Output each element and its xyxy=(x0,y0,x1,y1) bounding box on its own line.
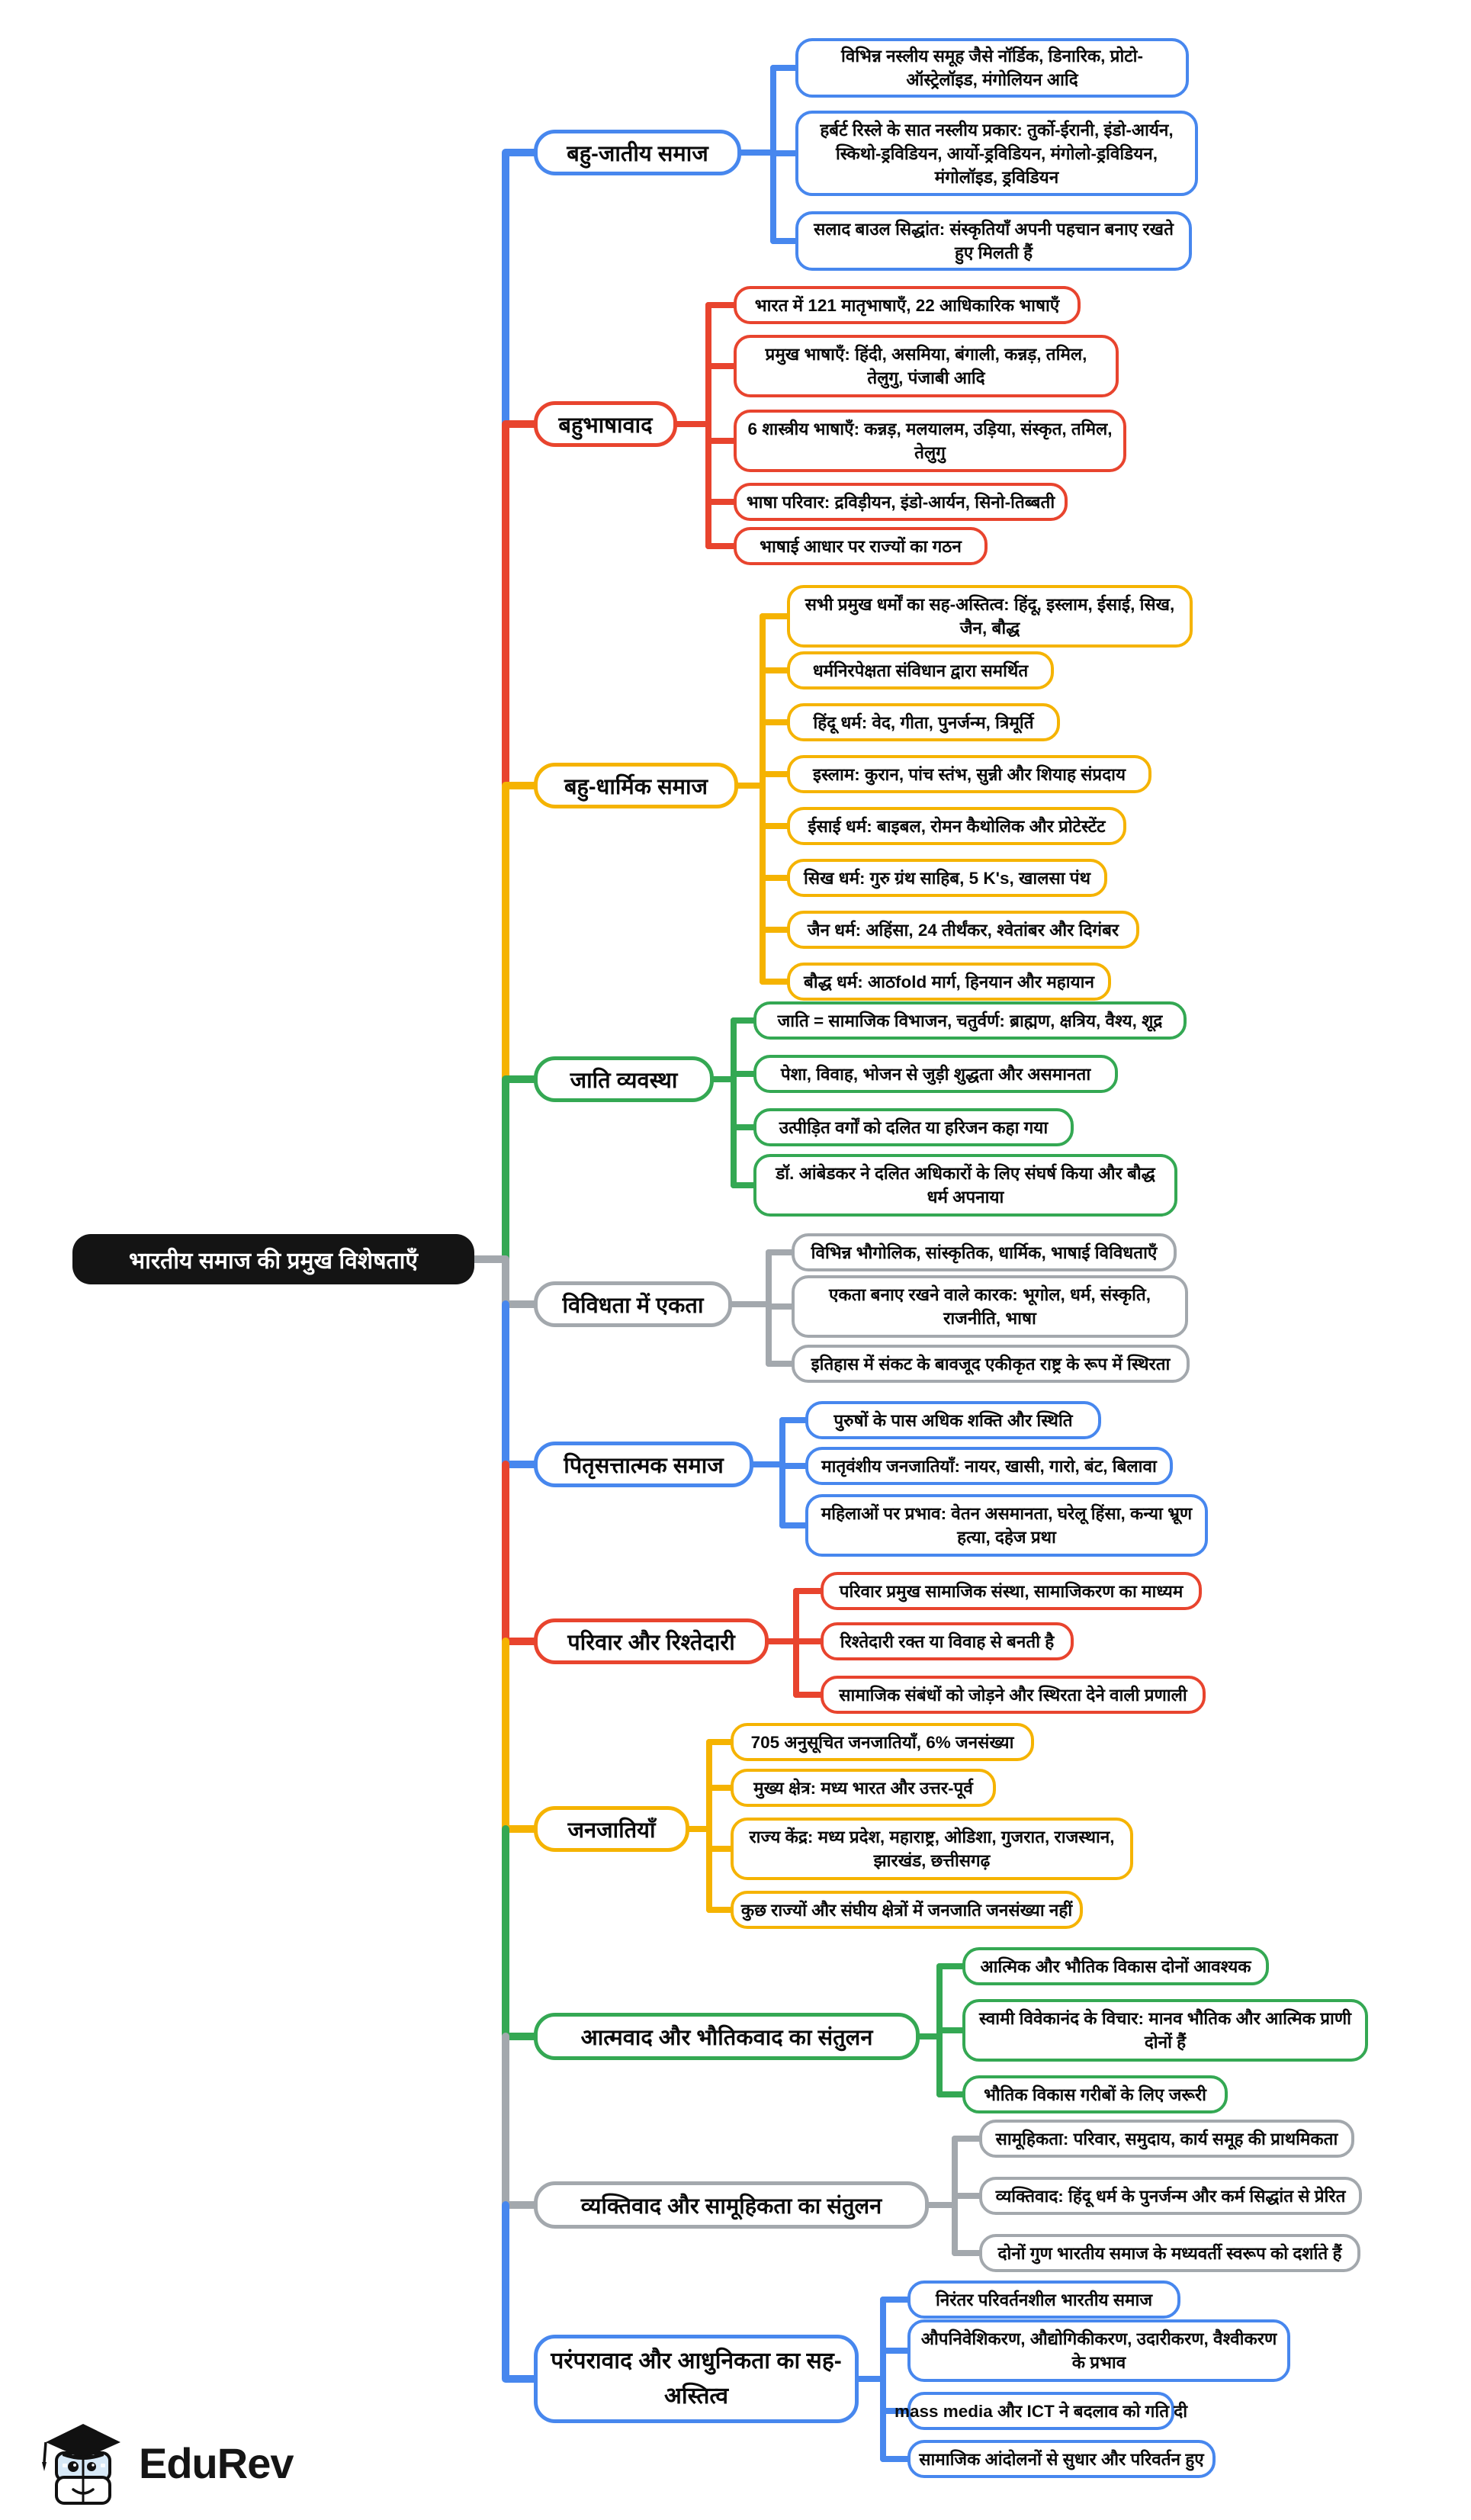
connector-path xyxy=(502,1638,539,1833)
branch-node-5: विविधता में एकता xyxy=(534,1281,732,1327)
child-node-6-3: महिलाओं पर प्रभाव: वेतन असमानता, घरेलू ह… xyxy=(805,1494,1208,1557)
connector-path xyxy=(502,2201,539,2383)
child-node-3-6: सिख धर्म: गुरु ग्रंथ साहिब, 5 K's, खालसा… xyxy=(787,859,1107,897)
child-node-5-2: एकता बनाए रखने वाले कारक: भूगोल, धर्म, स… xyxy=(792,1275,1188,1338)
connector-path xyxy=(502,1461,539,1645)
connector-path xyxy=(502,420,539,789)
branch-node-6: पितृसत्तात्मक समाज xyxy=(534,1442,753,1487)
child-node-6-1: पुरुषों के पास अधिक शक्ति और स्थिति xyxy=(805,1401,1101,1439)
child-node-8-1: 705 अनुसूचित जनजातियाँ, 6% जनसंख्या xyxy=(731,1723,1034,1761)
branch-node-9: आत्मवाद और भौतिकवाद का संतुलन xyxy=(534,2013,920,2060)
branch-node-1: बहु-जातीय समाज xyxy=(534,130,741,175)
child-node-3-1: सभी प्रमुख धर्मों का सह-अस्तित्व: हिंदू,… xyxy=(787,585,1193,648)
child-node-9-1: आत्मिक और भौतिक विकास दोनों आवश्यक xyxy=(962,1947,1269,1985)
child-node-7-3: सामाजिक संबंधों को जोड़ने और स्थिरता देन… xyxy=(821,1676,1206,1714)
child-node-11-1: निरंतर परिवर्तनशील भारतीय समाज xyxy=(907,2281,1180,2319)
child-node-1-3: सलाद बाउल सिद्धांत: संस्कृतियाँ अपनी पहच… xyxy=(795,211,1192,271)
child-node-4-3: उत्पीड़ित वर्गों को दलित या हरिजन कहा गय… xyxy=(753,1108,1074,1146)
child-node-2-2: प्रमुख भाषाएँ: हिंदी, असमिया, बंगाली, कन… xyxy=(734,335,1119,397)
child-node-10-2: व्यक्तिवाद: हिंदू धर्म के पुनर्जन्म और क… xyxy=(979,2177,1362,2215)
child-node-10-1: सामूहिकता: परिवार, समुदाय, कार्य समूह की… xyxy=(979,2120,1354,2158)
child-node-2-1: भारत में 121 मातृभाषाएँ, 22 आधिकारिक भाष… xyxy=(734,286,1081,324)
branch-node-8: जनजातियाँ xyxy=(534,1806,689,1852)
child-node-3-2: धर्मनिरपेक्षता संविधान द्वारा समर्थित xyxy=(787,651,1054,689)
child-node-6-2: मातृवंशीय जनजातियाँ: नायर, खासी, गारो, ब… xyxy=(805,1447,1173,1485)
edurev-brand-text: EduRev xyxy=(139,2439,294,2487)
connector-path xyxy=(502,782,539,1083)
child-node-9-3: भौतिक विकास गरीबों के लिए जरूरी xyxy=(962,2075,1228,2113)
child-node-8-2: मुख्य क्षेत्र: मध्य भारत और उत्तर-पूर्व xyxy=(731,1769,996,1807)
connector-path xyxy=(502,1075,539,1263)
connector-path xyxy=(502,1825,539,2040)
child-node-11-3: mass media और ICT ने बदलाव को गति दी xyxy=(894,2392,1187,2430)
child-node-11-4: सामाजिक आंदोलनों से सुधार और परिवर्तन हु… xyxy=(907,2440,1216,2478)
connector-path xyxy=(502,2033,539,2209)
branch-node-2: बहुभाषावाद xyxy=(534,401,677,447)
child-node-2-3: 6 शास्त्रीय भाषाएँ: कन्नड़, मलयालम, उड़ि… xyxy=(734,410,1126,472)
branch-node-11: परंपरावाद और आधुनिकता का सह-अस्तित्व xyxy=(534,2335,859,2423)
connector-path xyxy=(502,1300,539,1468)
child-node-3-7: जैन धर्म: अहिंसा, 24 तीर्थंकर, श्वेतांबर… xyxy=(787,911,1139,949)
edurev-mascot-icon xyxy=(40,2416,125,2510)
child-node-4-4: डॉ. आंबेडकर ने दलित अधिकारों के लिए संघर… xyxy=(753,1154,1177,1217)
child-node-7-1: परिवार प्रमुख सामाजिक संस्था, सामाजिकरण … xyxy=(821,1572,1202,1610)
child-node-3-5: ईसाई धर्म: बाइबल, रोमन कैथोलिक और प्रोटे… xyxy=(787,807,1126,845)
child-node-10-3: दोनों गुण भारतीय समाज के मध्यवर्ती स्वरू… xyxy=(979,2234,1360,2272)
connector-path xyxy=(502,149,539,428)
child-node-11-2: औपनिवेशिकरण, औद्योगिकीकरण, उदारीकरण, वैश… xyxy=(907,2319,1290,2382)
child-node-9-2: स्वामी विवेकानंद के विचार: मानव भौतिक और… xyxy=(962,1999,1368,2062)
child-node-8-3: राज्य केंद्र: मध्य प्रदेश, महाराष्ट्र, ओ… xyxy=(731,1818,1133,1880)
child-node-7-2: रिश्तेदारी रक्त या विवाह से बनती है xyxy=(821,1622,1074,1660)
child-node-5-1: विभिन्न भौगोलिक, सांस्कृतिक, धार्मिक, भा… xyxy=(792,1233,1177,1271)
child-node-8-4: कुछ राज्यों और संघीय क्षेत्रों में जनजात… xyxy=(731,1891,1083,1929)
child-node-1-1: विभिन्न नस्लीय समूह जैसे नॉर्डिक, डिनारि… xyxy=(795,38,1189,98)
child-node-5-3: इतिहास में संकट के बावजूद एकीकृत राष्ट्र… xyxy=(792,1345,1190,1383)
child-node-1-2: हर्बर्ट रिस्ले के सात नस्लीय प्रकार: तुर… xyxy=(795,111,1198,196)
child-node-3-8: बौद्ध धर्म: आठfold मार्ग, हिनयान और महाय… xyxy=(787,963,1111,1001)
edurev-logo: EduRev xyxy=(40,2416,294,2510)
root-node: भारतीय समाज की प्रमुख विशेषताएँ xyxy=(72,1234,474,1284)
branch-node-7: परिवार और रिश्तेदारी xyxy=(534,1618,769,1664)
child-node-3-4: इस्लाम: कुरान, पांच स्तंभ, सुन्नी और शिय… xyxy=(787,755,1151,793)
child-node-2-4: भाषा परिवार: द्रविड़ीयन, इंडो-आर्यन, सिन… xyxy=(734,483,1068,521)
child-node-2-5: भाषाई आधार पर राज्यों का गठन xyxy=(734,527,988,565)
branch-node-10: व्यक्तिवाद और सामूहिकता का संतुलन xyxy=(534,2181,929,2229)
child-node-4-1: जाति = सामाजिक विभाजन, चतुर्वर्ण: ब्राह्… xyxy=(753,1001,1187,1040)
branch-node-4: जाति व्यवस्था xyxy=(534,1056,714,1102)
branch-node-3: बहु-धार्मिक समाज xyxy=(534,763,738,808)
child-node-3-3: हिंदू धर्म: वेद, गीता, पुनर्जन्म, त्रिमू… xyxy=(787,703,1060,741)
child-node-4-2: पेशा, विवाह, भोजन से जुड़ी शुद्धता और अस… xyxy=(753,1055,1118,1093)
